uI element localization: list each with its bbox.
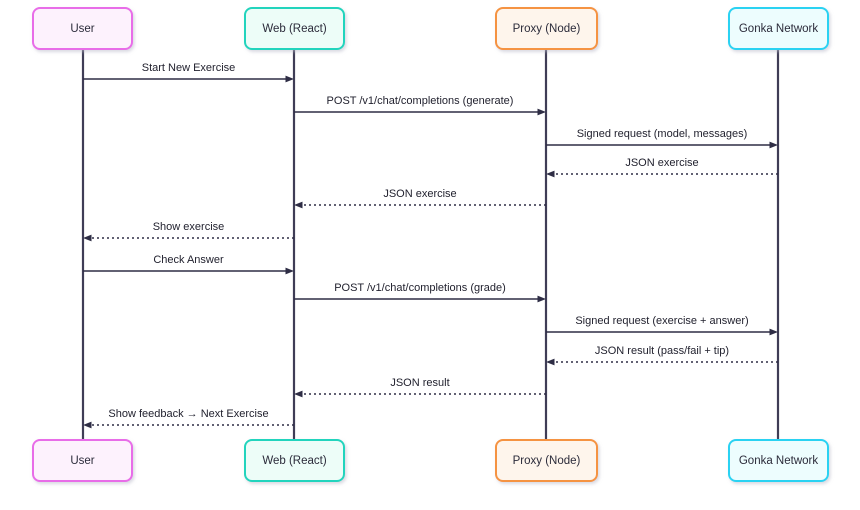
participant-box-user[interactable] bbox=[32, 7, 133, 50]
participant-box-web[interactable] bbox=[244, 439, 345, 482]
message-arrowhead-3 bbox=[769, 141, 778, 149]
participant-label-user: User bbox=[70, 23, 94, 35]
message-12: Show feedback → Next Exercise bbox=[83, 408, 294, 429]
message-1: Start New Exercise bbox=[83, 62, 294, 83]
message-arrowhead-4 bbox=[546, 170, 555, 178]
message-label-10: JSON result (pass/fail + tip) bbox=[595, 345, 729, 357]
participant-web-bottom[interactable]: Web (React) bbox=[244, 439, 345, 482]
participant-label-gonka: Gonka Network bbox=[739, 455, 819, 467]
message-label-12: Show feedback → Next Exercise bbox=[108, 408, 268, 420]
participant-boxes-top: User Web (React) Proxy (Node) Gonka Network bbox=[32, 7, 829, 50]
lifelines-group bbox=[81, 49, 780, 440]
participant-label-proxy: Proxy (Node) bbox=[513, 455, 581, 467]
message-label-7: Check Answer bbox=[153, 254, 224, 266]
message-10: JSON result (pass/fail + tip) bbox=[546, 345, 778, 366]
message-label-8: POST /v1/chat/completions (grade) bbox=[334, 282, 506, 294]
message-label-3: Signed request (model, messages) bbox=[577, 128, 748, 140]
message-arrowhead-5 bbox=[294, 201, 303, 209]
participant-user-top[interactable]: User bbox=[32, 7, 133, 50]
participant-box-gonka[interactable] bbox=[728, 439, 829, 482]
participant-proxy-bottom[interactable]: Proxy (Node) bbox=[495, 439, 598, 482]
message-arrowhead-8 bbox=[537, 295, 546, 303]
participant-label-web: Web (React) bbox=[262, 455, 327, 467]
participant-label-proxy: Proxy (Node) bbox=[513, 23, 581, 35]
message-3: Signed request (model, messages) bbox=[546, 128, 778, 149]
message-label-11: JSON result bbox=[390, 377, 449, 389]
message-arrowhead-10 bbox=[546, 358, 555, 366]
participant-proxy-top[interactable]: Proxy (Node) bbox=[495, 7, 598, 50]
participant-box-gonka[interactable] bbox=[728, 7, 829, 50]
participant-user-bottom[interactable]: User bbox=[32, 439, 133, 482]
participant-box-web[interactable] bbox=[244, 7, 345, 50]
message-11: JSON result bbox=[294, 377, 546, 398]
participant-label-gonka: Gonka Network bbox=[739, 23, 819, 35]
message-6: Show exercise bbox=[83, 221, 294, 242]
message-2: POST /v1/chat/completions (generate) bbox=[294, 95, 546, 116]
participant-label-user: User bbox=[70, 455, 94, 467]
participant-label-web: Web (React) bbox=[262, 23, 327, 35]
participant-boxes-bottom: User Web (React) Proxy (Node) Gonka Network bbox=[32, 439, 829, 482]
message-arrowhead-7 bbox=[285, 267, 294, 275]
message-arrowhead-1 bbox=[285, 75, 294, 83]
participant-web-top[interactable]: Web (React) bbox=[244, 7, 345, 50]
message-label-5: JSON exercise bbox=[383, 188, 456, 200]
message-label-9: Signed request (exercise + answer) bbox=[575, 315, 748, 327]
message-label-2: POST /v1/chat/completions (generate) bbox=[327, 95, 514, 107]
message-5: JSON exercise bbox=[294, 188, 546, 209]
message-4: JSON exercise bbox=[546, 157, 778, 178]
message-arrowhead-2 bbox=[537, 108, 546, 116]
message-9: Signed request (exercise + answer) bbox=[546, 315, 778, 336]
message-arrowhead-12 bbox=[83, 421, 92, 429]
participant-gonka-bottom[interactable]: Gonka Network bbox=[728, 439, 829, 482]
message-label-1: Start New Exercise bbox=[142, 62, 236, 74]
participant-gonka-top[interactable]: Gonka Network bbox=[728, 7, 829, 50]
participant-box-user[interactable] bbox=[32, 439, 133, 482]
participant-box-proxy[interactable] bbox=[495, 7, 598, 50]
message-label-4: JSON exercise bbox=[625, 157, 698, 169]
participant-box-proxy[interactable] bbox=[495, 439, 598, 482]
message-8: POST /v1/chat/completions (grade) bbox=[294, 282, 546, 303]
message-arrowhead-9 bbox=[769, 328, 778, 336]
message-7: Check Answer bbox=[83, 254, 294, 275]
message-arrowhead-6 bbox=[83, 234, 92, 242]
message-arrowhead-11 bbox=[294, 390, 303, 398]
message-label-6: Show exercise bbox=[153, 221, 225, 233]
